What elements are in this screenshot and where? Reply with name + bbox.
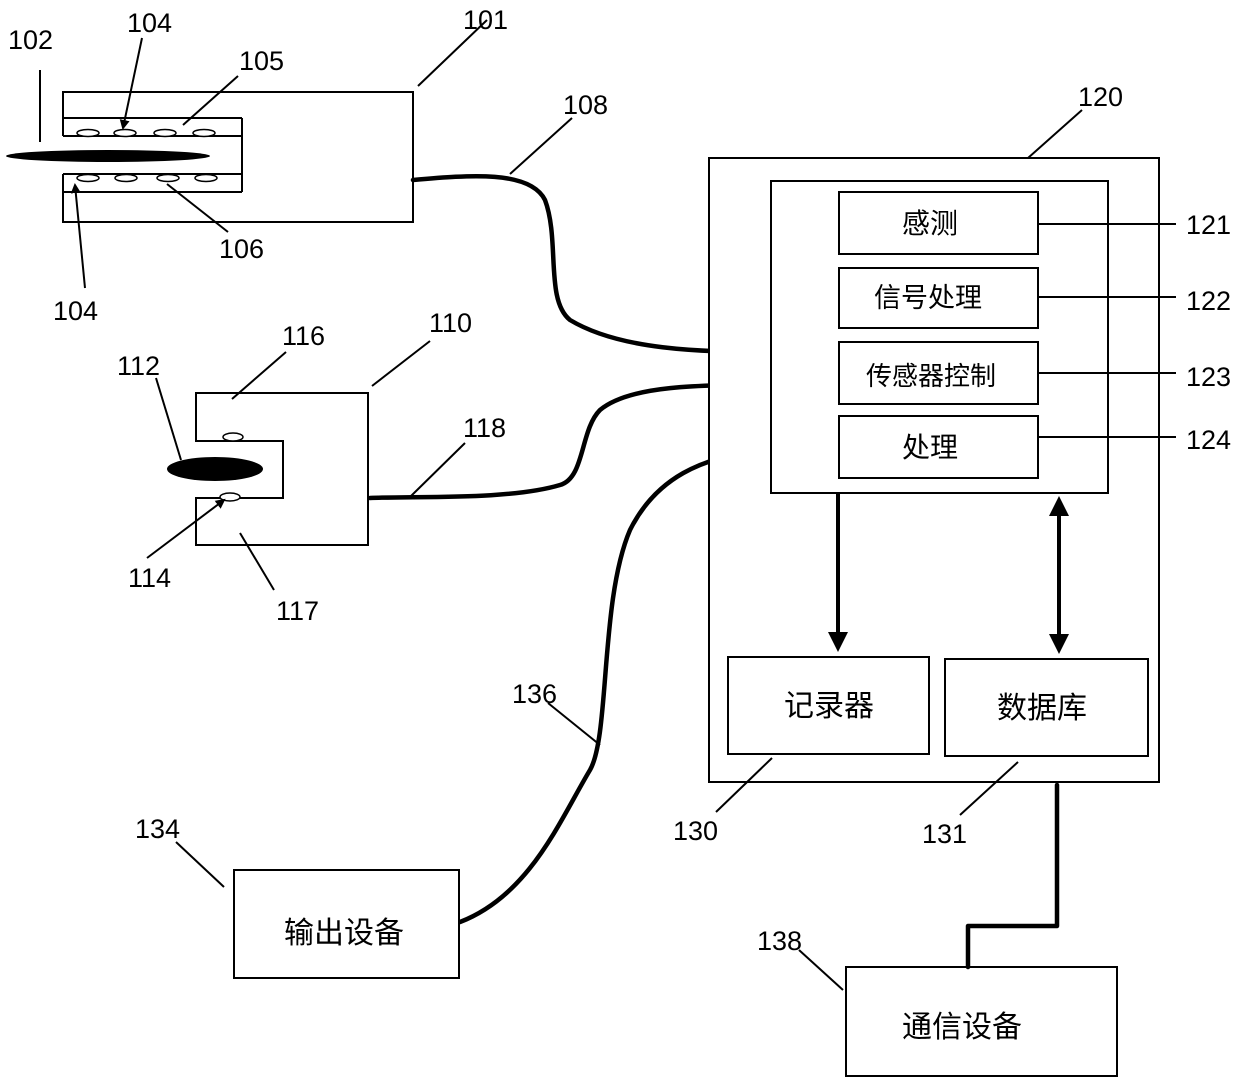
sensor-110 [147, 341, 430, 590]
ref-101: 101 [463, 5, 508, 35]
comm-device-label: 通信设备 [902, 1010, 1022, 1045]
ref-118: 118 [463, 413, 506, 443]
ref-108: 108 [563, 90, 608, 120]
ref-123: 123 [1186, 362, 1231, 392]
ref-104-upper: 104 [127, 8, 172, 38]
ref-106: 106 [219, 234, 264, 264]
ref-116: 116 [282, 321, 325, 351]
recorder-label: 记录器 [784, 689, 874, 724]
ref-134: 134 [135, 814, 180, 844]
ref-130: 130 [673, 816, 718, 846]
ref-136: 136 [512, 679, 557, 709]
ref-131: 131 [922, 819, 967, 849]
module-122-label: 信号处理 [874, 283, 982, 314]
module-123-label: 传感器控制 [866, 362, 996, 392]
ref-120: 120 [1078, 82, 1123, 112]
ref-138: 138 [757, 926, 802, 956]
ref-110: 110 [429, 308, 472, 338]
ref-105: 105 [239, 46, 284, 76]
ref-117: 117 [276, 596, 319, 626]
ref-114: 114 [128, 563, 171, 593]
sample-112 [167, 457, 263, 481]
module-124-label: 处理 [902, 431, 958, 464]
ref-122: 122 [1186, 286, 1231, 316]
ref-121: 121 [1186, 210, 1231, 240]
ref-124: 124 [1186, 425, 1231, 455]
database-label: 数据库 [997, 691, 1087, 726]
sample-102 [6, 150, 210, 162]
output-device-label: 输出设备 [284, 916, 404, 951]
cable-database-comm [968, 785, 1057, 967]
ref-112: 112 [117, 351, 160, 381]
ref-102: 102 [8, 25, 53, 55]
ref-104-lower: 104 [53, 296, 98, 326]
module-121-label: 感测 [902, 207, 958, 240]
